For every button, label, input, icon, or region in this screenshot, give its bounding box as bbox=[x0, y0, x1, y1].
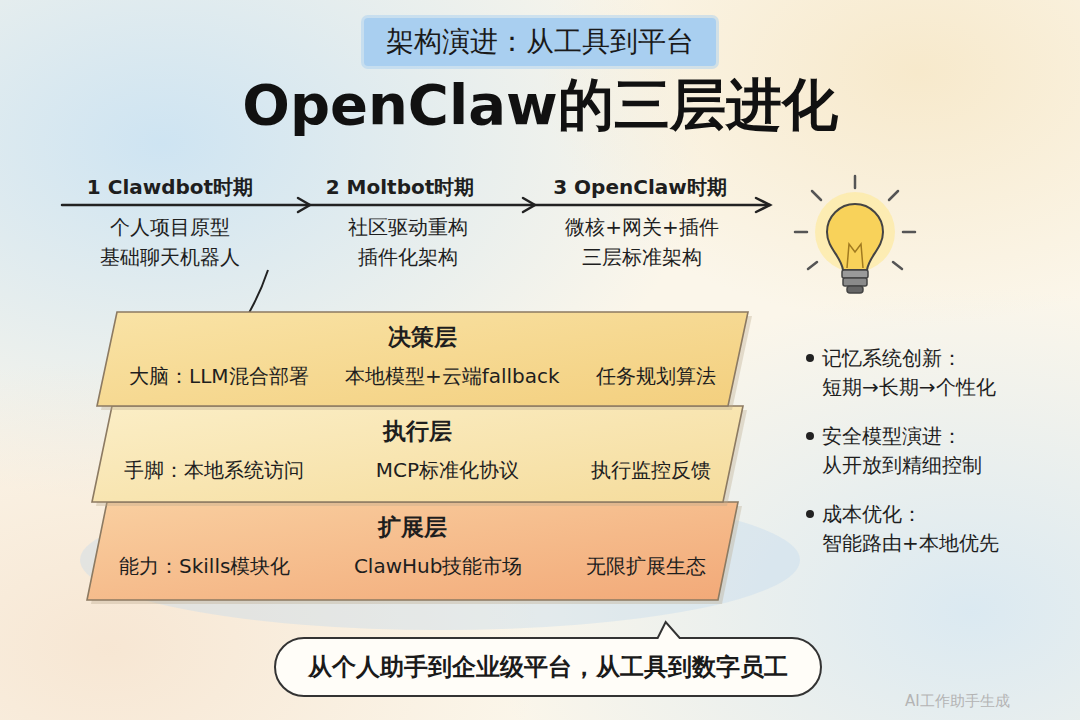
layer-heading: 扩展层 bbox=[119, 510, 706, 544]
layer-item: 执行监控反馈 bbox=[591, 456, 711, 484]
bullet-dots bbox=[806, 354, 814, 518]
layer-item: MCP标准化协议 bbox=[376, 456, 519, 484]
main-title: OpenClaw的三层进化 bbox=[0, 72, 1080, 138]
stage-description: 社区驱动重构 插件化架构 bbox=[308, 212, 508, 272]
stage-heading: 3 OpenClaw时期 bbox=[530, 172, 750, 202]
layer-heading: 执行层 bbox=[124, 414, 711, 448]
layer-item: 手脚：本地系统访问 bbox=[124, 456, 304, 484]
watermark: AI工作助手生成 bbox=[905, 690, 1010, 713]
speech-bubble: 从个人助手到企业级平台，从工具到数字员工 bbox=[276, 636, 820, 698]
banner-text: 架构演进：从工具到平台 bbox=[386, 23, 694, 61]
layer-item: 本地模型+云端fallback bbox=[345, 362, 560, 390]
layer-sheet: 决策层大脑：LLM混合部署 本地模型+云端fallback 任务规划算法 bbox=[95, 310, 750, 408]
light-bulb-icon bbox=[795, 176, 915, 293]
bullet-body: 短期→长期→个性化 bbox=[822, 372, 996, 402]
layer-items: 能力：Skills模块化 ClawHub技能市场 无限扩展生态 bbox=[119, 552, 706, 580]
layer-items: 手脚：本地系统访问 MCP标准化协议 执行监控反馈 bbox=[124, 456, 711, 484]
bullet-body: 智能路由+本地优先 bbox=[822, 528, 999, 558]
stage-description: 微核+网关+插件 三层标准架构 bbox=[542, 212, 742, 272]
bubble-text: 从个人助手到企业级平台，从工具到数字员工 bbox=[308, 651, 788, 683]
layer-items: 大脑：LLM混合部署 本地模型+云端fallback 任务规划算法 bbox=[129, 362, 716, 390]
bullet-heading: 安全模型演进： bbox=[822, 421, 962, 451]
banner-box: 架构演进：从工具到平台 bbox=[364, 18, 716, 66]
stage-heading: 1 Clawdbot时期 bbox=[60, 172, 280, 202]
bullet-body: 从开放到精细控制 bbox=[822, 450, 982, 480]
layer-item: 无限扩展生态 bbox=[586, 552, 706, 580]
layer-heading: 决策层 bbox=[129, 320, 716, 354]
layer-item: 能力：Skills模块化 bbox=[119, 552, 290, 580]
timeline-arrow bbox=[62, 198, 770, 212]
layer-item: 大脑：LLM混合部署 bbox=[129, 362, 309, 390]
bullet-heading: 成本优化： bbox=[822, 499, 922, 529]
layer-item: 任务规划算法 bbox=[596, 362, 716, 390]
stage-description: 个人项目原型 基础聊天机器人 bbox=[70, 212, 270, 272]
stage-heading: 2 Moltbot时期 bbox=[290, 172, 510, 202]
layer-item: ClawHub技能市场 bbox=[354, 552, 523, 580]
layer-sheet: 执行层手脚：本地系统访问 MCP标准化协议 执行监控反馈 bbox=[90, 404, 745, 504]
bullet-heading: 记忆系统创新： bbox=[822, 343, 962, 373]
layer-sheet: 扩展层能力：Skills模块化 ClawHub技能市场 无限扩展生态 bbox=[85, 500, 740, 602]
